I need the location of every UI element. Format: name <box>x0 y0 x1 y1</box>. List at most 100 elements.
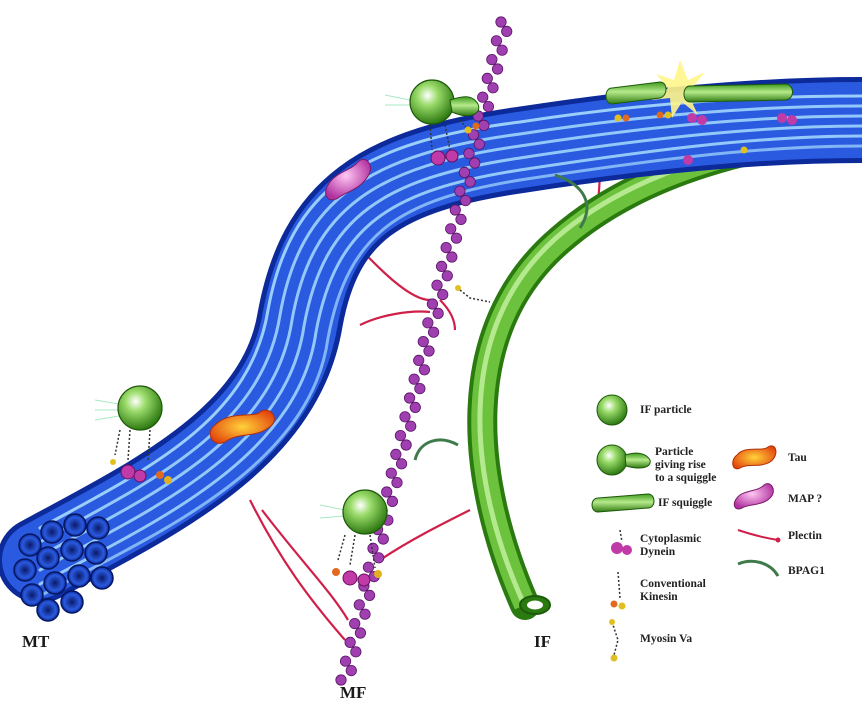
legend-label-bpag1: BPAG1 <box>788 565 825 577</box>
microfilament-bead <box>359 608 371 620</box>
microfilament-bead <box>495 16 507 28</box>
microfilament-bead <box>501 25 513 38</box>
microfilament-bead <box>391 476 403 489</box>
legend-dynein-icon <box>611 529 632 555</box>
microfilament-bead <box>478 119 490 132</box>
microfilament-bead <box>463 148 475 160</box>
if-particle-left <box>94 385 163 431</box>
microfilament-bead <box>454 185 466 197</box>
legend-kinesin-icon <box>610 571 626 610</box>
microfilament-bead <box>353 599 365 611</box>
microfilament-bead <box>467 129 480 141</box>
microfilament-bead <box>458 166 471 178</box>
if-particle-bottom <box>319 489 388 535</box>
microfilament-bead <box>414 382 426 395</box>
microfilament-bead <box>427 326 440 338</box>
microfilament-bead <box>446 251 458 263</box>
microfilament-bead <box>350 646 362 658</box>
microfilament-bead <box>349 617 361 630</box>
microfilament-bead <box>450 232 463 244</box>
legend-plectin-icon <box>737 529 781 543</box>
microfilament-bead <box>435 260 448 272</box>
microfilament-bead <box>344 636 356 649</box>
label-mt: MT <box>22 632 50 651</box>
legend-label-particle-squiggle: Particle giving rise to a squiggle <box>655 446 717 484</box>
microfilament-bead <box>441 270 453 282</box>
legend-myosin-icon <box>609 619 619 662</box>
microfilament-bead <box>394 429 407 442</box>
microfilament-bead <box>473 138 485 150</box>
legend-label-if-particle: IF particle <box>640 404 692 416</box>
motor-proteins <box>110 111 797 587</box>
microfilament-bead <box>377 533 389 545</box>
plectin-links-front <box>439 299 457 331</box>
microfilament-bead <box>486 53 498 66</box>
microfilament-bead <box>432 307 444 319</box>
legend-tau-icon <box>732 445 777 470</box>
legend-label-plectin: Plectin <box>788 530 822 542</box>
microfilament-bead <box>437 288 449 301</box>
microfilament-bead <box>354 627 367 639</box>
microfilament-bead <box>418 364 431 376</box>
microfilament-bead <box>426 298 439 310</box>
microtubule-bundle <box>0 77 862 603</box>
microfilament-bead <box>373 552 385 564</box>
microfilament-bead <box>395 458 408 470</box>
legend-icons <box>591 394 781 662</box>
microfilament-bead <box>413 354 425 366</box>
microfilament-bead <box>440 242 452 254</box>
microfilament-bead <box>464 176 476 188</box>
microfilament-bead <box>345 664 357 677</box>
bpag1-links <box>413 173 589 461</box>
microfilament-bead <box>431 279 443 291</box>
microfilament-bead <box>481 72 493 85</box>
legend-map-icon <box>733 483 774 510</box>
microfilament-bead <box>449 204 461 216</box>
microfilament-bead <box>477 91 489 103</box>
microfilament <box>335 16 513 686</box>
microfilament-bead <box>405 420 417 432</box>
legend-if-particle-icon <box>596 394 628 426</box>
legend-bpag1-icon <box>737 559 780 577</box>
tau-protein <box>209 409 275 444</box>
microfilament-bead <box>381 486 393 498</box>
microfilament-bead <box>363 589 376 602</box>
microtubule-cross-section <box>13 513 114 622</box>
legend-label-dynein: Cytoplasmic Dynein <box>640 533 702 558</box>
microfilament-bead <box>490 35 503 47</box>
microfilament-bead <box>491 63 504 75</box>
microfilament-bead <box>487 82 499 94</box>
microfilament-bead <box>469 157 481 169</box>
microfilament-bead <box>455 213 467 225</box>
microfilament-bead <box>423 345 435 357</box>
legend-label-tau: Tau <box>788 452 807 464</box>
legend-label-if-squiggle: IF squiggle <box>658 497 713 509</box>
legend-if-squiggle-icon <box>591 493 655 513</box>
microfilament-bead <box>339 655 352 667</box>
microfilament-bead <box>367 542 379 555</box>
label-if: IF <box>534 632 551 651</box>
microfilament-bead <box>390 448 402 460</box>
microfilament-bead <box>445 223 457 235</box>
legend-label-myosin: Myosin Va <box>640 633 693 645</box>
microfilament-bead <box>399 411 411 423</box>
microfilament-bead <box>362 561 375 573</box>
label-mf: MF <box>340 683 367 702</box>
legend-label-kinesin: Conventional Kinesin <box>640 578 706 603</box>
microfilament-bead <box>408 373 420 385</box>
microfilament-bead <box>386 495 399 507</box>
microfilament-bead <box>496 44 508 56</box>
microfilament-bead <box>409 401 421 413</box>
microfilament-bead <box>335 674 347 686</box>
if-squiggles-top <box>605 60 793 118</box>
map-protein <box>325 158 372 201</box>
microfilament-bead <box>417 335 429 348</box>
microfilament-bead <box>400 439 412 451</box>
legend-label-map: MAP ? <box>788 493 823 505</box>
legend-particle-squiggle-icon <box>596 444 651 476</box>
microfilament-bead <box>403 392 416 404</box>
microfilament-bead <box>385 467 397 479</box>
if-particle-top <box>384 79 480 125</box>
microfilament-bead <box>482 101 495 113</box>
